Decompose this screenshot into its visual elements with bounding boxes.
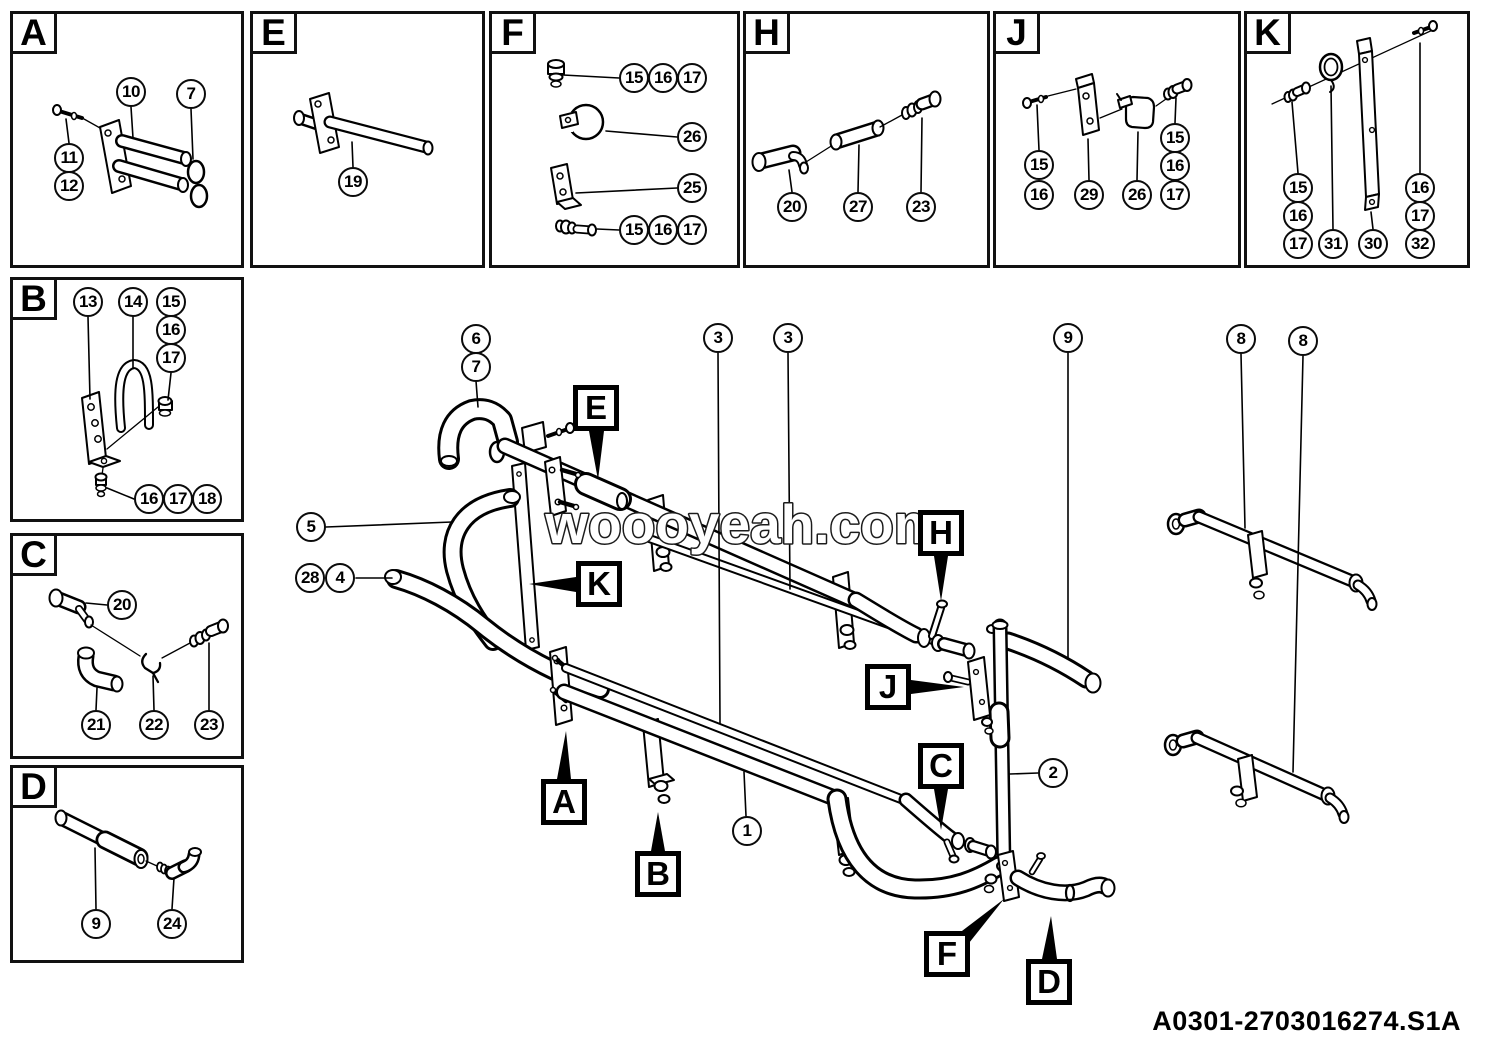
section-label-A: A xyxy=(541,779,587,825)
detail-box-D: D xyxy=(10,765,244,963)
callout-4: 4 xyxy=(325,563,355,593)
callout-15: 15 xyxy=(1283,173,1313,203)
callout-14: 14 xyxy=(118,287,148,317)
callout-7: 7 xyxy=(176,79,206,109)
callout-19: 19 xyxy=(338,167,368,197)
callout-16: 16 xyxy=(156,315,186,345)
callout-1: 1 xyxy=(732,816,762,846)
callout-15: 15 xyxy=(619,215,649,245)
callout-15: 15 xyxy=(1160,123,1190,153)
detail-box-F-letter: F xyxy=(489,11,536,54)
callout-16: 16 xyxy=(1283,201,1313,231)
section-label-B: B xyxy=(635,851,681,897)
section-label-H: H xyxy=(918,510,964,556)
callout-16: 16 xyxy=(1160,151,1190,181)
detail-box-E: E xyxy=(250,11,485,268)
callout-23: 23 xyxy=(906,192,936,222)
callout-2: 2 xyxy=(1038,758,1068,788)
callout-15: 15 xyxy=(1024,150,1054,180)
callout-9: 9 xyxy=(1053,323,1083,353)
detail-box-H: H xyxy=(743,11,990,268)
callout-10: 10 xyxy=(116,77,146,107)
callout-13: 13 xyxy=(73,287,103,317)
detail-box-D-letter: D xyxy=(10,765,57,808)
detail-box-F: F xyxy=(489,11,740,268)
callout-24: 24 xyxy=(157,909,187,939)
callout-16: 16 xyxy=(134,484,164,514)
detail-box-J: J xyxy=(993,11,1241,268)
callout-17: 17 xyxy=(1405,201,1435,231)
callout-32: 32 xyxy=(1405,229,1435,259)
detail-box-J-letter: J xyxy=(993,11,1040,54)
callout-3: 3 xyxy=(773,323,803,353)
callout-16: 16 xyxy=(1024,180,1054,210)
detail-box-A: A xyxy=(10,11,244,268)
callout-25: 25 xyxy=(677,173,707,203)
callout-8: 8 xyxy=(1226,324,1256,354)
callout-16: 16 xyxy=(1405,173,1435,203)
callout-6: 6 xyxy=(461,324,491,354)
callout-17: 17 xyxy=(156,343,186,373)
callout-20: 20 xyxy=(777,192,807,222)
section-label-E: E xyxy=(573,385,619,431)
callout-8: 8 xyxy=(1288,326,1318,356)
callout-26: 26 xyxy=(1122,180,1152,210)
section-label-F: F xyxy=(924,931,970,977)
detail-box-K: K xyxy=(1244,11,1470,268)
watermark-text: woooyeah.com xyxy=(544,493,942,555)
callout-7: 7 xyxy=(461,352,491,382)
callout-29: 29 xyxy=(1074,180,1104,210)
callout-18: 18 xyxy=(192,484,222,514)
detail-box-C: C xyxy=(10,533,244,759)
callout-15: 15 xyxy=(619,63,649,93)
detail-box-H-letter: H xyxy=(743,11,790,54)
detail-box-C-letter: C xyxy=(10,533,57,576)
callout-12: 12 xyxy=(54,171,84,201)
callout-20: 20 xyxy=(107,590,137,620)
callout-17: 17 xyxy=(1160,180,1190,210)
callout-17: 17 xyxy=(677,215,707,245)
detail-box-B: B xyxy=(10,277,244,522)
callout-21: 21 xyxy=(81,710,111,740)
callout-11: 11 xyxy=(54,143,84,173)
callout-17: 17 xyxy=(677,63,707,93)
callout-27: 27 xyxy=(843,192,873,222)
detail-box-K-letter: K xyxy=(1244,11,1291,54)
callout-17: 17 xyxy=(163,484,193,514)
detail-box-B-letter: B xyxy=(10,277,57,320)
callout-23: 23 xyxy=(194,710,224,740)
callout-9: 9 xyxy=(81,909,111,939)
detail-box-E-letter: E xyxy=(250,11,297,54)
drawing-number: A0301-2703016274.S1A xyxy=(1152,1006,1461,1036)
callout-28: 28 xyxy=(295,563,325,593)
callout-17: 17 xyxy=(1283,229,1313,259)
callout-3: 3 xyxy=(703,323,733,353)
callout-16: 16 xyxy=(648,63,678,93)
callout-30: 30 xyxy=(1358,229,1388,259)
section-label-D: D xyxy=(1026,959,1072,1005)
callout-22: 22 xyxy=(139,710,169,740)
section-label-K: K xyxy=(576,561,622,607)
callout-5: 5 xyxy=(296,512,326,542)
callout-31: 31 xyxy=(1318,229,1348,259)
section-label-J: J xyxy=(865,664,911,710)
callout-26: 26 xyxy=(677,122,707,152)
callout-15: 15 xyxy=(156,287,186,317)
detail-box-A-letter: A xyxy=(10,11,57,54)
callout-16: 16 xyxy=(648,215,678,245)
section-label-C: C xyxy=(918,743,964,789)
